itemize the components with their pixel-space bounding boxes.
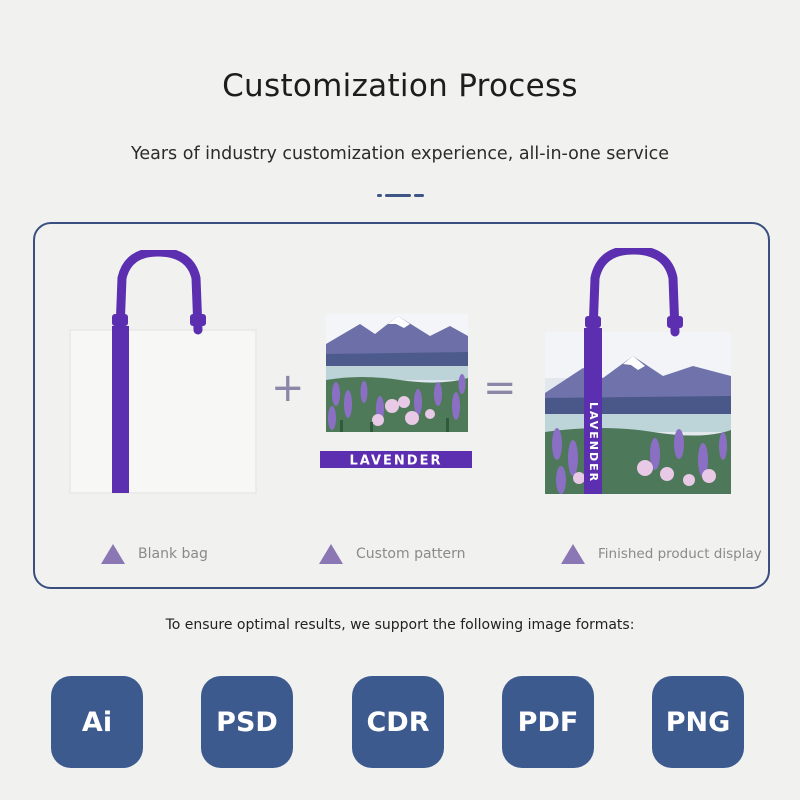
pattern-label: LAVENDER [350,454,443,469]
step-blank-bag: Blank bag [100,542,208,566]
strap-label: LAVENDER [587,402,600,483]
step-finished-product: Finished product display [560,542,762,566]
page-title: Customization Process [222,68,578,104]
process-panel [33,222,770,589]
format-badge-pdf: PDF [502,676,594,768]
triangle-icon [101,544,125,564]
format-badge-ai: Ai [51,676,143,768]
format-badge-png: PNG [652,676,744,768]
equals-icon: = [483,365,517,411]
format-badge-psd: PSD [201,676,293,768]
formats-note: To ensure optimal results, we support th… [165,617,635,633]
title-divider [377,193,425,198]
blank-bag-image [69,250,257,494]
page-subtitle: Years of industry customization experien… [131,144,669,164]
triangle-icon [319,544,343,564]
format-badge-cdr: CDR [352,676,444,768]
step-label: Finished product display [598,546,762,562]
step-label: Custom pattern [356,546,466,562]
plus-icon: + [271,365,305,411]
finished-bag-image: LAVENDER [545,248,731,494]
step-label: Blank bag [138,546,208,562]
custom-pattern-image: LAVENDER [320,314,472,469]
step-custom-pattern: Custom pattern [318,542,466,566]
triangle-icon [561,544,585,564]
